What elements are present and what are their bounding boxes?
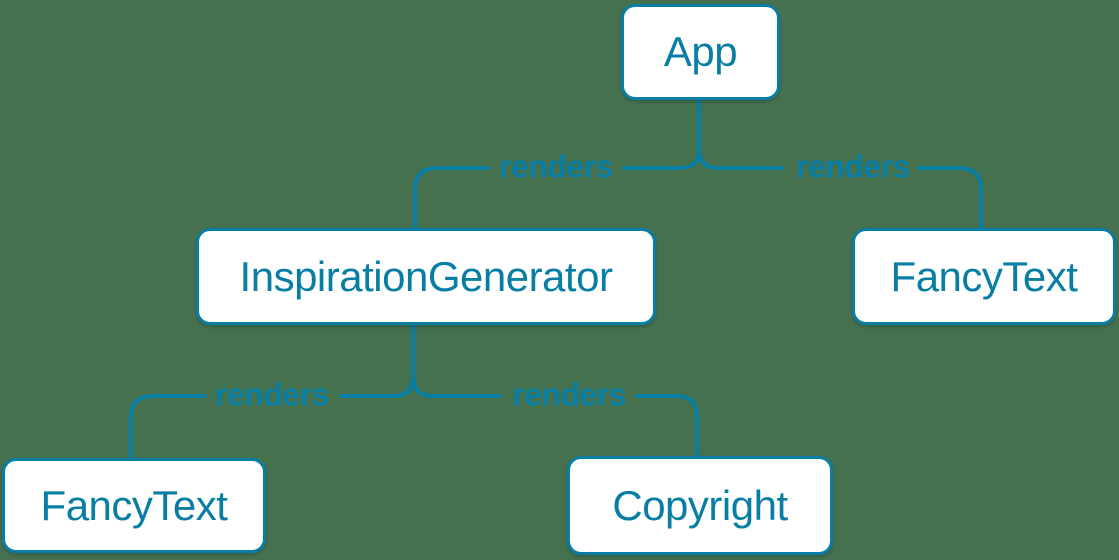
edge-app-to-fancy-text [697, 98, 983, 230]
node-copyright: Copyright [567, 456, 833, 555]
node-app: App [621, 4, 780, 100]
node-fancy-text-bottom-label: FancyText [40, 481, 228, 529]
node-copyright-label: Copyright [612, 481, 788, 529]
node-inspiration-generator: InspirationGenerator [196, 228, 656, 325]
node-fancy-text-bottom: FancyText [2, 458, 266, 553]
node-fancy-text-top: FancyText [852, 228, 1116, 325]
edge-label-app-inspiration-generator: renders [499, 148, 613, 185]
node-fancy-text-top-label: FancyText [890, 252, 1078, 300]
edge-label-inspiration-generator-fancy-text: renders [215, 376, 329, 413]
node-app-label: App [663, 28, 738, 75]
edge-label-app-fancy-text: renders [796, 148, 910, 185]
edge-label-inspiration-generator-copyright: renders [512, 376, 626, 413]
edge-inspiration-generator-to-copyright [411, 323, 699, 458]
node-inspiration-generator-label: InspirationGenerator [239, 252, 613, 300]
